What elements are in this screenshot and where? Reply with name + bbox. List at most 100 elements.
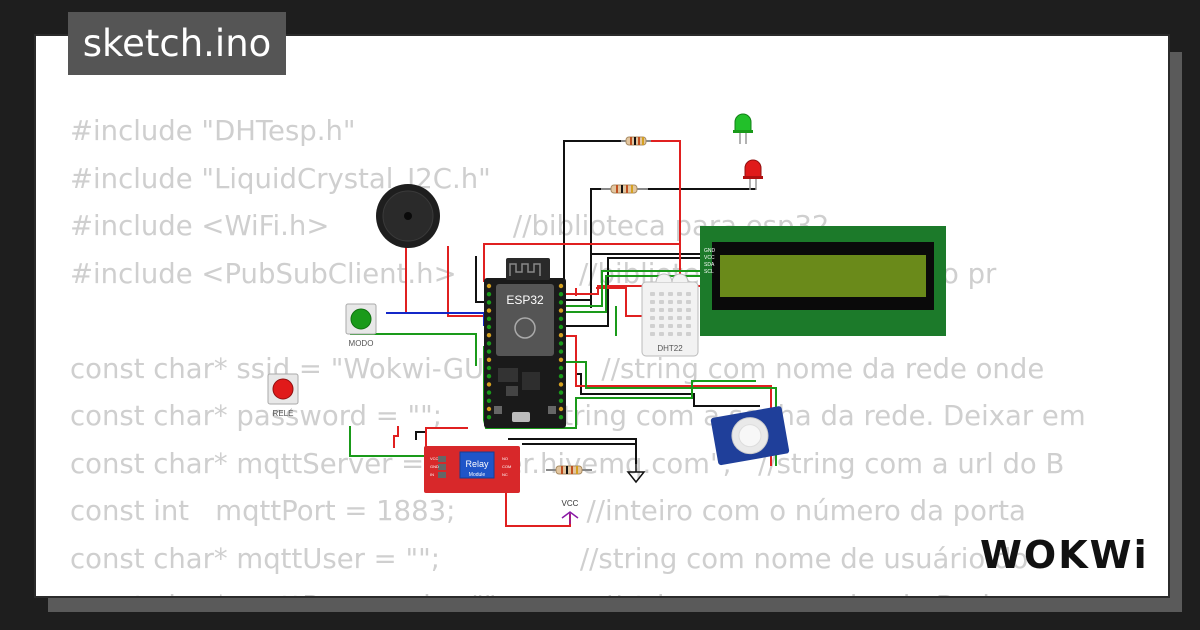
relay-label: Relay [465, 459, 489, 469]
circuit-diagram[interactable]: ESP32 MODO RELÉ Relay Module [36, 36, 1168, 596]
esp32-pin[interactable] [558, 406, 564, 412]
button-modo-label: MODO [349, 339, 374, 348]
ground-symbol[interactable] [626, 464, 646, 484]
esp32-pin[interactable] [486, 398, 492, 403]
esp32-pin[interactable] [486, 308, 492, 313]
wire-green [566, 275, 700, 313]
relay-pin-in: IN [430, 472, 434, 477]
dht22-vent [677, 332, 682, 336]
led-red[interactable] [743, 159, 763, 190]
dht22-vent [659, 324, 664, 328]
esp32-pin[interactable] [558, 415, 564, 420]
esp32-pin[interactable] [486, 300, 492, 305]
esp32-pin[interactable] [558, 398, 564, 403]
esp32-pin[interactable] [486, 324, 492, 330]
relay-module[interactable]: Relay Module VCC GND IN NO COM NC [424, 446, 520, 493]
esp32-pin[interactable] [486, 333, 492, 338]
esp32-pin[interactable] [558, 390, 564, 395]
esp32-pin[interactable] [486, 390, 492, 395]
resistor[interactable] [621, 136, 651, 146]
code-line: const char* mqttUser = ""; //string com … [70, 542, 1029, 575]
esp32-pin[interactable] [486, 292, 492, 297]
wire-green [350, 333, 477, 366]
dht22-vent [686, 292, 691, 296]
esp32-pin[interactable] [486, 349, 492, 354]
wire-black [415, 431, 425, 440]
title-badge: sketch.ino [68, 12, 286, 75]
vcc-label: VCC [562, 499, 579, 508]
dht22-vent [650, 324, 655, 328]
dht22-vent [686, 324, 691, 328]
esp32-pin[interactable] [486, 415, 492, 420]
dht22-vent [650, 316, 655, 320]
esp32-pin[interactable] [558, 333, 564, 338]
dht22-vent [686, 316, 691, 320]
project-preview-card[interactable]: #include "DHTesp.h"#include "LiquidCryst… [34, 34, 1170, 598]
esp32-pin[interactable] [558, 374, 564, 379]
esp32-pin[interactable] [558, 349, 564, 354]
esp32-pin[interactable] [486, 357, 492, 362]
wire-black [576, 373, 760, 407]
led-green[interactable] [733, 113, 753, 144]
relay-contact-com: COM [502, 464, 511, 469]
esp32-pins-left [486, 283, 492, 420]
wire-black [563, 140, 621, 282]
esp32-pin[interactable] [558, 341, 564, 346]
buzzer[interactable] [376, 184, 440, 248]
dht22-vent [650, 292, 655, 296]
button-rele[interactable]: RELÉ [267, 373, 299, 418]
pir-motion-sensor[interactable] [710, 406, 790, 466]
esp32-pin[interactable] [558, 365, 564, 371]
dht22-vent [686, 332, 691, 336]
dht22-vent [677, 324, 682, 328]
dht22-vent [677, 308, 682, 312]
vcc-symbol[interactable]: VCC [561, 499, 579, 524]
wire-blue [386, 312, 485, 326]
dht22-vent [659, 316, 664, 320]
esp32-pin[interactable] [486, 374, 492, 379]
relay-pin-vcc: VCC [430, 456, 439, 461]
esp32-pin[interactable] [486, 341, 492, 346]
esp32-pin[interactable] [558, 357, 564, 362]
dht22-vent [677, 292, 682, 296]
esp32-pin[interactable] [486, 382, 492, 387]
esp32-pins-right [558, 283, 564, 420]
dht22-label: DHT22 [657, 344, 683, 353]
esp32-pin[interactable] [486, 316, 492, 321]
relay-pin-gnd: GND [430, 464, 439, 469]
esp32-pin[interactable] [558, 292, 564, 297]
dht22-vent [677, 316, 682, 320]
dht22-vent [686, 300, 691, 304]
dht22-vent [668, 332, 673, 336]
resistor[interactable] [601, 184, 648, 194]
esp32-pin[interactable] [558, 283, 564, 289]
relay-sub-label: Module [469, 472, 486, 478]
esp32-pin[interactable] [558, 308, 564, 313]
esp32-pin[interactable] [486, 406, 492, 412]
esp32-pin[interactable] [558, 382, 564, 387]
code-line: const char* mqttServer = "broker.hivemq.… [70, 447, 1065, 480]
esp32-pin[interactable] [558, 316, 564, 321]
esp32-pin[interactable] [558, 324, 564, 330]
resistor[interactable] [546, 465, 592, 475]
wire-black [566, 253, 700, 301]
esp32-board[interactable]: ESP32 [484, 258, 566, 428]
lcd-display[interactable]: GND VCC SDA SCL [700, 226, 946, 336]
button-modo[interactable]: MODO [345, 303, 377, 348]
lcd-pin-gnd: GND [704, 248, 716, 254]
dht22-vent [668, 324, 673, 328]
wire-black [522, 443, 637, 464]
wire-black [566, 257, 700, 327]
esp32-pin[interactable] [486, 283, 492, 289]
lcd-pin-scl: SCL [704, 269, 714, 275]
dht22-vent [659, 308, 664, 312]
dht22-vent [650, 332, 655, 336]
code-line: const int mqttPort = 1883; //inteiro com… [70, 495, 1026, 527]
dht22-vent [650, 308, 655, 312]
code-line: #include "LiquidCrystal_I2C.h" [70, 162, 491, 195]
dht22-vent [668, 308, 673, 312]
dht22-sensor[interactable]: DHT22 [641, 273, 699, 357]
dht22-vent [650, 300, 655, 304]
esp32-pin[interactable] [486, 365, 492, 371]
esp32-pin[interactable] [558, 300, 564, 305]
